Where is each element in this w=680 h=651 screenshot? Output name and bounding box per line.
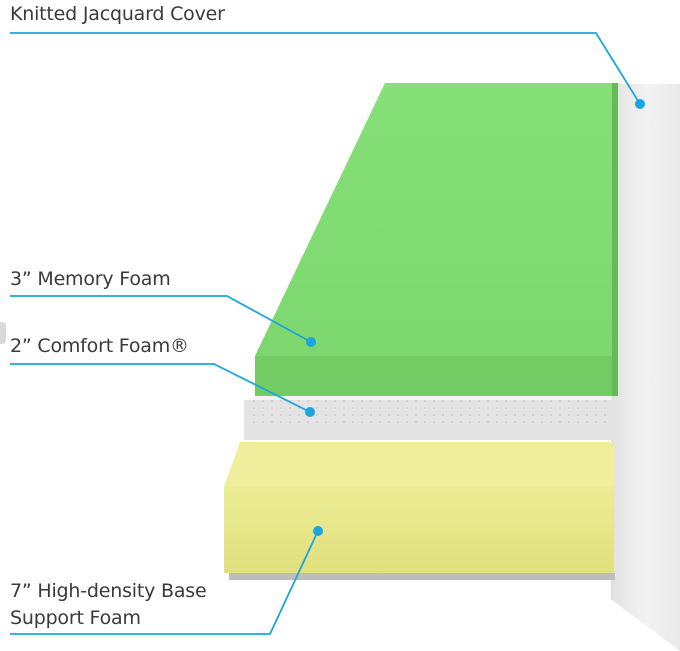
leader-line-base [10, 530, 319, 635]
comfort-foam-dots [248, 400, 610, 426]
cover-label: Knitted Jacquard Cover [10, 3, 225, 25]
memory-foam-right [612, 83, 618, 396]
memory-foam-front [255, 356, 612, 396]
base-foam-front [224, 487, 614, 573]
leader-line-memory [10, 295, 312, 343]
leader-dot-cover [635, 99, 645, 109]
edge-tab-decoration [0, 322, 6, 344]
base-foam-label-line1: 7” High-density Base [10, 580, 207, 602]
leader-dot-memory [306, 337, 316, 347]
cover-panel [612, 84, 680, 651]
leader-line-cover [10, 32, 641, 105]
base-foam-label-line2: Support Foam [10, 607, 141, 629]
base-foam-label: 7” High-density Base Support Foam [10, 578, 207, 632]
base-foam-top [224, 442, 614, 487]
base-plate [229, 573, 615, 580]
memory-foam-top [255, 83, 612, 356]
leader-line-comfort [10, 363, 311, 413]
leader-dot-base [313, 526, 323, 536]
leader-dot-comfort [305, 407, 315, 417]
memory-foam-label: 3” Memory Foam [10, 268, 171, 290]
comfort-foam-label: 2” Comfort Foam® [10, 335, 189, 357]
